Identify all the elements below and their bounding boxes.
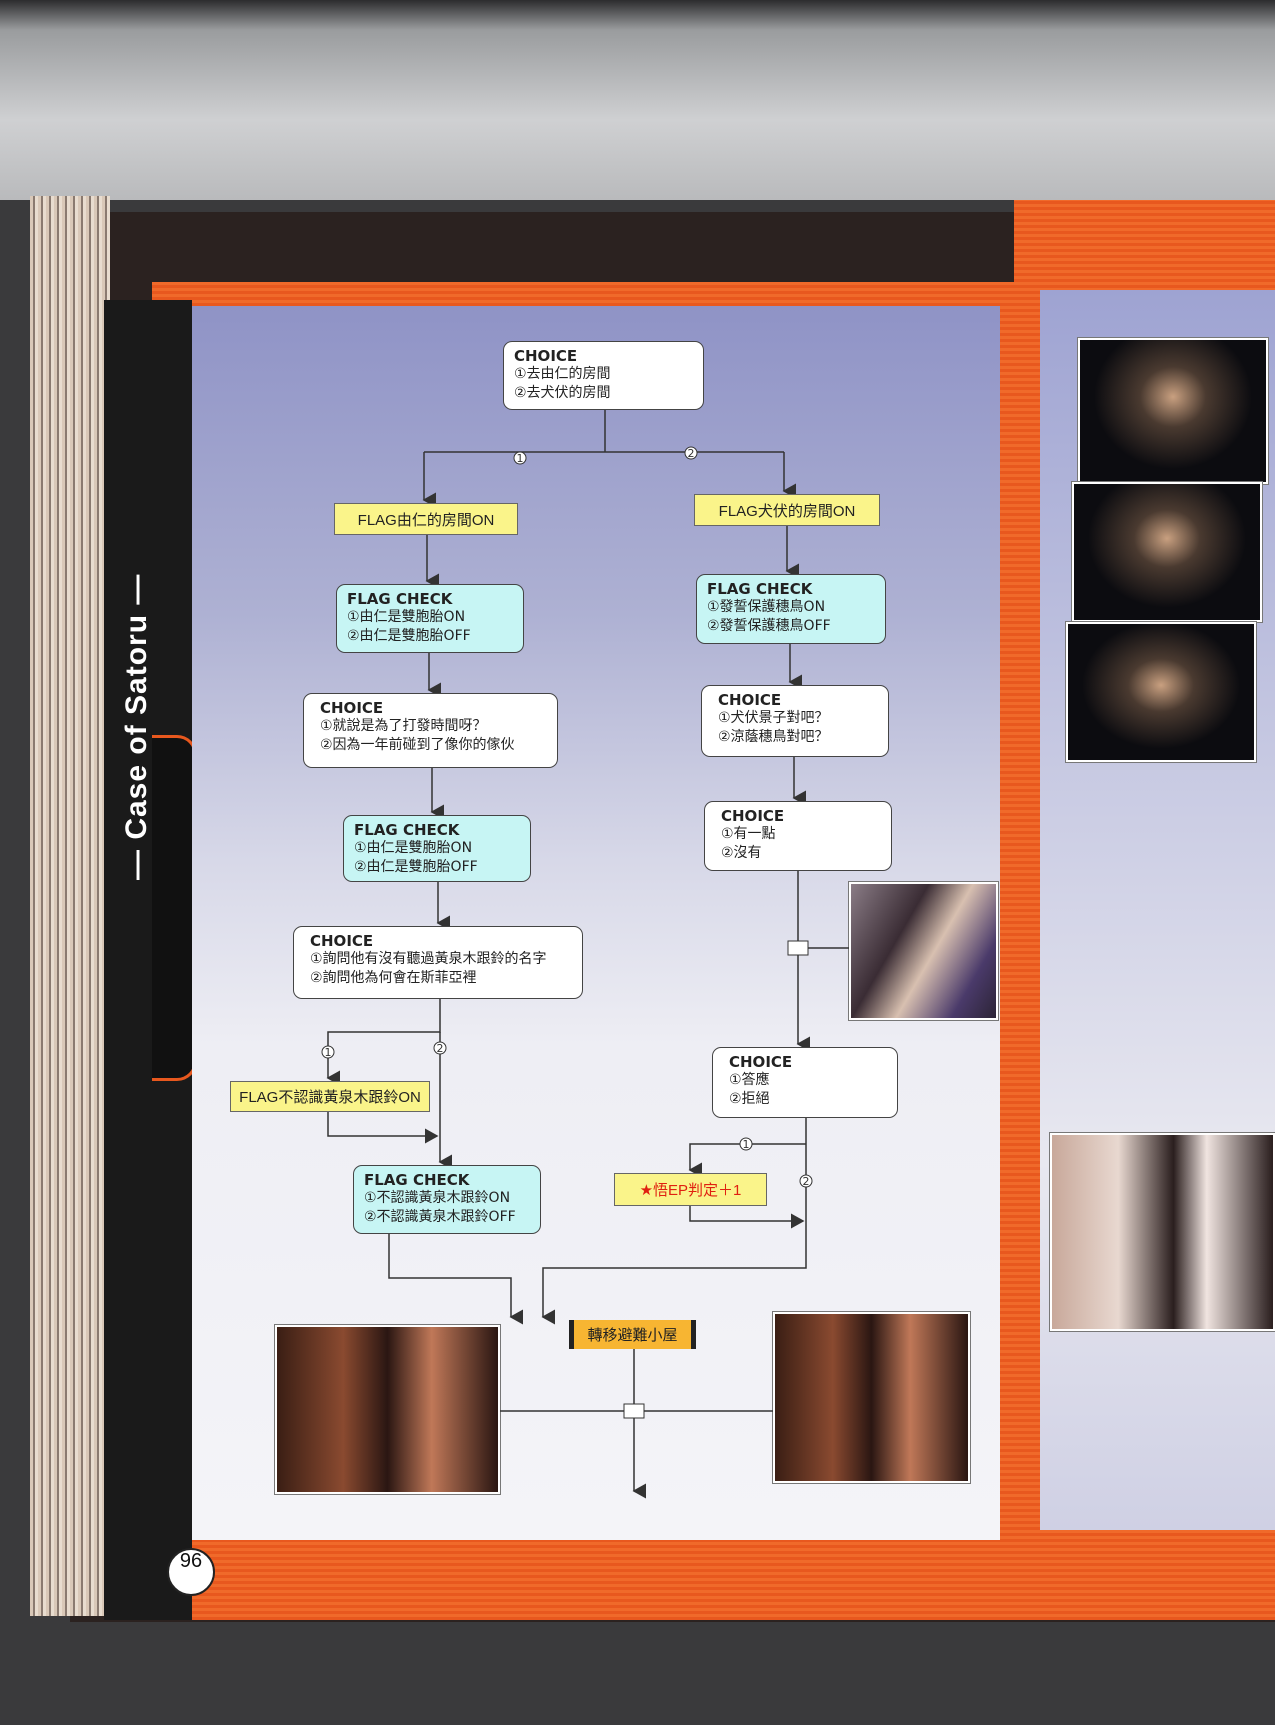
- node-heading: FLAG CHECK: [707, 580, 813, 598]
- choice-node: CHOICE ①答應 ②拒絕: [712, 1047, 898, 1118]
- scene-image-knife-2: [1071, 481, 1263, 623]
- option-1: ①發誓保護穗鳥ON: [707, 599, 826, 615]
- node-heading: CHOICE: [718, 691, 782, 709]
- node-heading: CHOICE: [320, 699, 384, 717]
- choice-node: CHOICE ①就說是為了打發時間呀？ ②因為一年前碰到了像你的傢伙: [303, 693, 558, 768]
- option-1: ①去由仁的房間: [514, 366, 611, 382]
- option-2: ②拒絕: [729, 1091, 770, 1107]
- page-number: 96: [167, 1548, 215, 1596]
- option-2: ②因為一年前碰到了像你的傢伙: [320, 737, 515, 753]
- option-1: ①有一點: [721, 826, 776, 842]
- scene-image-knife-3: [1065, 621, 1257, 763]
- junction-square: [787, 940, 809, 956]
- choice-node: CHOICE ①犬伏景子對吧？ ②涼蔭穗鳥對吧？: [701, 685, 889, 757]
- option-2: ②發誓保護穗鳥OFF: [707, 618, 831, 634]
- choice-node-start: CHOICE ①去由仁的房間 ②去犬伏的房間: [503, 341, 704, 410]
- side-tab: [152, 735, 197, 1081]
- option-1: ①就說是為了打發時間呀？: [320, 718, 487, 734]
- option-1: ①由仁是雙胞胎ON: [354, 840, 473, 856]
- flag-check-node: FLAG CHECK ①由仁是雙胞胎ON ②由仁是雙胞胎OFF: [336, 584, 524, 653]
- branch-label-1: 1: [325, 1046, 332, 1059]
- node-heading: CHOICE: [721, 807, 785, 825]
- ep-flag-text: 悟EP判定＋1: [653, 1182, 742, 1199]
- option-2: ②由仁是雙胞胎OFF: [347, 628, 471, 644]
- branch-label-1: 1: [517, 452, 524, 465]
- flag-node: FLAG由仁的房間ON: [334, 503, 518, 535]
- option-2: ②涼蔭穗鳥對吧？: [718, 729, 829, 745]
- node-heading: FLAG CHECK: [347, 590, 453, 608]
- node-heading: CHOICE: [514, 347, 578, 365]
- branch-label-1: 1: [743, 1138, 750, 1151]
- option-2: ②去犬伏的房間: [514, 385, 611, 401]
- scene-image-pair-calm: [274, 1324, 501, 1495]
- node-heading: FLAG CHECK: [364, 1171, 470, 1189]
- destination-node: 轉移避難小屋: [569, 1320, 696, 1349]
- option-2: ②由仁是雙胞胎OFF: [354, 859, 478, 875]
- node-heading: CHOICE: [729, 1053, 793, 1071]
- flag-check-node: FLAG CHECK ①由仁是雙胞胎ON ②由仁是雙胞胎OFF: [343, 815, 531, 882]
- option-2: ②詢問他為何會在斯菲亞裡: [310, 970, 477, 986]
- branch-label-2: 2: [803, 1175, 810, 1188]
- ep-flag-node: ★悟EP判定＋1: [614, 1173, 767, 1206]
- flag-node: FLAG犬伏的房間ON: [694, 494, 880, 526]
- flag-check-node: FLAG CHECK ①不認識黃泉木跟鈴ON ②不認識黃泉木跟鈴OFF: [353, 1165, 541, 1234]
- branch-label-2: 2: [437, 1042, 444, 1055]
- page-edges: [30, 196, 110, 1616]
- choice-node: CHOICE ①詢問他有沒有聽過黃泉木跟鈴的名字 ②詢問他為何會在斯菲亞裡: [293, 926, 583, 999]
- option-1: ①由仁是雙胞胎ON: [347, 609, 466, 625]
- choice-node: CHOICE ①有一點 ②沒有: [704, 801, 892, 871]
- scene-image-pair-shocked: [772, 1311, 971, 1484]
- node-heading: FLAG CHECK: [354, 821, 460, 839]
- option-1: ①詢問他有沒有聽過黃泉木跟鈴的名字: [310, 951, 547, 967]
- scan-background: [0, 0, 1275, 200]
- option-2: ②沒有: [721, 845, 762, 861]
- junction-square: [623, 1403, 645, 1419]
- branch-label-2: 2: [688, 447, 695, 460]
- option-1: ①答應: [729, 1072, 770, 1088]
- flag-node: FLAG不認識黃泉木跟鈴ON: [230, 1081, 430, 1112]
- scene-image-embrace: [848, 881, 999, 1021]
- star-icon: ★: [639, 1181, 654, 1199]
- scene-image-knife-1: [1077, 337, 1269, 485]
- option-1: ①不認識黃泉木跟鈴ON: [364, 1190, 511, 1206]
- option-1: ①犬伏景子對吧？: [718, 710, 829, 726]
- scene-image-girl: [1049, 1132, 1275, 1332]
- flag-check-node: FLAG CHECK ①發誓保護穗鳥ON ②發誓保護穗鳥OFF: [696, 574, 886, 644]
- node-heading: CHOICE: [310, 932, 374, 950]
- option-2: ②不認識黃泉木跟鈴OFF: [364, 1209, 516, 1225]
